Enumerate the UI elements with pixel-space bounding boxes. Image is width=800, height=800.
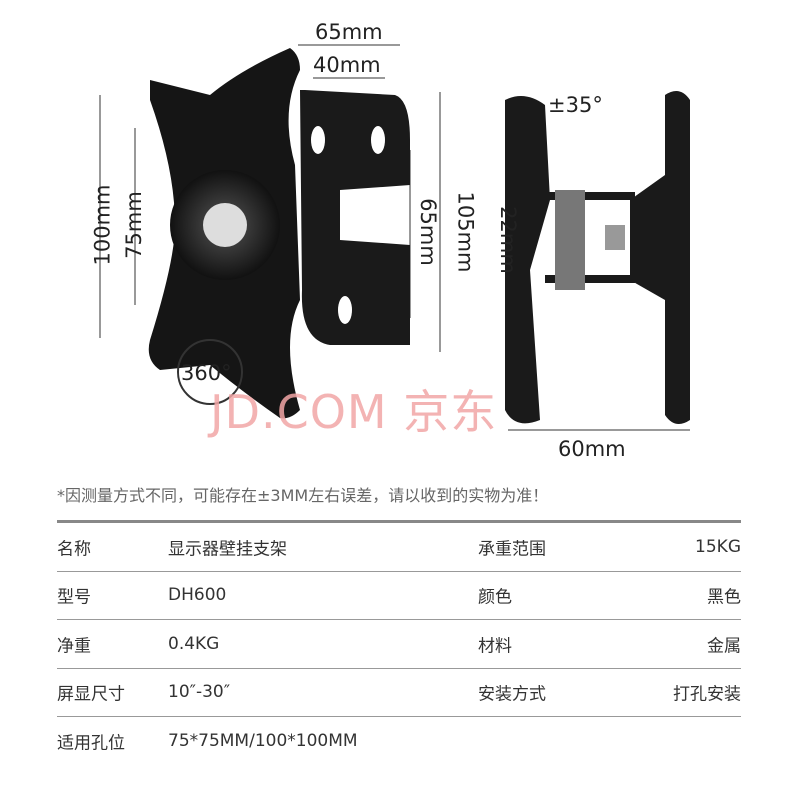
spec-value: 金属 — [707, 636, 741, 657]
table-row: 屏显尺寸 10″-30″ 安装方式 打孔安装 — [57, 669, 741, 717]
spec-value: 黑色 — [707, 587, 741, 608]
spec-label: 净重 — [57, 636, 91, 657]
table-row: 名称 显示器壁挂支架 承重范围 15KG — [57, 523, 741, 572]
table-row: 净重 0.4KG 材料 金属 — [57, 620, 741, 669]
spec-value: DH600 — [168, 585, 227, 606]
spec-label: 名称 — [57, 539, 91, 560]
spec-value: 15KG — [695, 536, 741, 557]
dim-bracket-height: 65mm — [415, 198, 440, 266]
spec-label: 颜色 — [478, 587, 512, 608]
spec-value: 0.4KG — [168, 633, 220, 654]
spec-label: 材料 — [478, 636, 512, 657]
dim-left-outer: 100mm — [90, 184, 115, 266]
dim-top-outer: 65mm — [315, 20, 383, 44]
table-row: 型号 DH600 颜色 黑色 — [57, 572, 741, 620]
rotation-label: 360° — [181, 361, 232, 385]
spec-label: 适用孔位 — [57, 733, 125, 754]
dim-bracket-total: 105mm — [453, 191, 478, 273]
product-illustration — [99, 44, 690, 431]
spec-value: 显示器壁挂支架 — [168, 539, 287, 560]
spec-value: 10″-30″ — [168, 682, 231, 703]
measurement-note: *因测量方式不同，可能存在±3MM左右误差，请以收到的实物为准！ — [57, 486, 549, 505]
tilt-label: ±35° — [548, 93, 603, 117]
spec-label: 型号 — [57, 587, 91, 608]
table-row: 适用孔位 75*75MM/100*100MM — [57, 717, 741, 766]
dim-side-width: 60mm — [558, 437, 626, 461]
spec-value: 75*75MM/100*100MM — [168, 731, 358, 752]
spec-table: 名称 显示器壁挂支架 承重范围 15KG 型号 DH600 颜色 黑色 净重 0.4KG 材料 金… — [57, 520, 741, 766]
vesa-plate — [148, 48, 300, 419]
dim-left-inner: 75mm — [121, 191, 146, 259]
side-view — [505, 91, 690, 424]
spec-value: 打孔安装 — [673, 684, 741, 705]
spec-label: 承重范围 — [478, 539, 546, 560]
spec-label: 屏显尺寸 — [57, 684, 125, 705]
wall-bracket — [300, 90, 410, 345]
spec-label: 安装方式 — [478, 684, 546, 705]
dim-top-inner: 40mm — [313, 53, 381, 77]
watermark: JD.COM 京东 — [210, 385, 498, 439]
dim-side-depth: 22mm — [495, 206, 520, 274]
